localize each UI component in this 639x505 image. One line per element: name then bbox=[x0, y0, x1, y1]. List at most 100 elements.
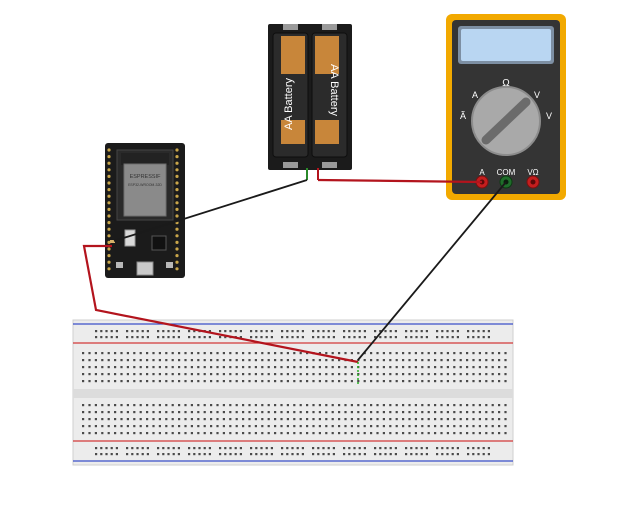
terminal-hole bbox=[312, 359, 315, 362]
rail-hole bbox=[487, 447, 490, 450]
header-pin bbox=[107, 194, 111, 198]
rail-hole bbox=[141, 330, 144, 333]
rail-hole bbox=[255, 336, 258, 339]
terminal-hole bbox=[248, 425, 251, 428]
rail-hole bbox=[358, 330, 361, 333]
rail-hole bbox=[394, 336, 397, 339]
rail-hole bbox=[162, 453, 165, 456]
rail-hole bbox=[317, 453, 320, 456]
terminal-hole bbox=[203, 418, 206, 421]
terminal-hole bbox=[478, 380, 481, 383]
terminal-hole bbox=[504, 366, 507, 369]
rail-hole bbox=[115, 336, 118, 339]
rail-hole bbox=[358, 453, 361, 456]
rail-hole bbox=[467, 336, 470, 339]
terminal-hole bbox=[350, 425, 353, 428]
terminal-hole bbox=[370, 380, 373, 383]
header-pin bbox=[107, 214, 111, 218]
terminal-hole bbox=[133, 411, 136, 414]
esp32-shield bbox=[123, 163, 167, 217]
terminal-hole bbox=[312, 418, 315, 421]
terminal-hole bbox=[440, 359, 443, 362]
terminal-hole bbox=[382, 373, 385, 376]
terminal-hole bbox=[229, 404, 232, 407]
terminal-hole bbox=[485, 418, 488, 421]
terminal-hole bbox=[203, 425, 206, 428]
terminal-hole bbox=[478, 432, 481, 435]
led bbox=[110, 240, 115, 243]
terminal-hole bbox=[498, 373, 501, 376]
terminal-hole bbox=[184, 411, 187, 414]
rail-hole bbox=[177, 447, 180, 450]
rail-hole bbox=[286, 330, 289, 333]
terminal-hole bbox=[152, 432, 155, 435]
terminal-hole bbox=[338, 404, 341, 407]
rail-hole bbox=[456, 330, 459, 333]
header-pin bbox=[175, 194, 179, 198]
terminal-hole bbox=[261, 359, 264, 362]
rail-hole bbox=[141, 447, 144, 450]
terminal-hole bbox=[158, 411, 161, 414]
terminal-hole bbox=[210, 432, 213, 435]
terminal-hole bbox=[350, 380, 353, 383]
terminal-hole bbox=[197, 352, 200, 355]
wires bbox=[82, 178, 507, 384]
terminal-hole bbox=[306, 366, 309, 369]
terminal-hole bbox=[350, 411, 353, 414]
rail-hole bbox=[208, 447, 211, 450]
terminal-hole bbox=[242, 373, 245, 376]
terminal-hole bbox=[267, 380, 270, 383]
terminal-hole bbox=[306, 373, 309, 376]
rail-hole bbox=[224, 447, 227, 450]
rail-hole bbox=[167, 447, 170, 450]
terminal-hole bbox=[472, 432, 475, 435]
terminal-hole bbox=[504, 359, 507, 362]
terminal-hole bbox=[459, 373, 462, 376]
terminal-hole bbox=[280, 404, 283, 407]
terminal-hole bbox=[370, 404, 373, 407]
terminal-hole bbox=[357, 380, 360, 383]
rail-hole bbox=[389, 447, 392, 450]
terminal-hole bbox=[139, 425, 142, 428]
lcd-display bbox=[461, 29, 551, 61]
terminal-hole bbox=[88, 359, 91, 362]
aa-battery-2: AA Battery bbox=[311, 32, 348, 158]
rail-hole bbox=[467, 447, 470, 450]
rail-hole bbox=[482, 330, 485, 333]
terminal-hole bbox=[248, 380, 251, 383]
rail-hole bbox=[167, 453, 170, 456]
terminal-hole bbox=[216, 380, 219, 383]
rail-hole bbox=[146, 330, 149, 333]
header-pin bbox=[175, 174, 179, 178]
terminal-hole bbox=[280, 425, 283, 428]
terminal-hole bbox=[421, 373, 424, 376]
terminal-hole bbox=[485, 373, 488, 376]
rail-hole bbox=[353, 330, 356, 333]
terminal-hole bbox=[389, 404, 392, 407]
rail-hole bbox=[317, 447, 320, 450]
rail-hole bbox=[389, 453, 392, 456]
rail-hole bbox=[198, 453, 201, 456]
terminal-hole bbox=[82, 359, 85, 362]
terminal-hole bbox=[197, 380, 200, 383]
terminal-hole bbox=[152, 352, 155, 355]
terminal-hole bbox=[414, 359, 417, 362]
terminal-hole bbox=[389, 373, 392, 376]
terminal-hole bbox=[126, 352, 129, 355]
terminal-hole bbox=[434, 418, 437, 421]
terminal-hole bbox=[491, 418, 494, 421]
terminal-hole bbox=[318, 380, 321, 383]
terminal-hole bbox=[222, 432, 225, 435]
terminal-hole bbox=[235, 404, 238, 407]
terminal-hole bbox=[498, 366, 501, 369]
rail-hole bbox=[219, 447, 222, 450]
terminal-hole bbox=[478, 418, 481, 421]
header-pin bbox=[175, 168, 179, 172]
terminal-hole bbox=[376, 380, 379, 383]
rail-hole bbox=[110, 447, 113, 450]
terminal-hole bbox=[414, 352, 417, 355]
terminal-hole bbox=[101, 404, 104, 407]
terminal-hole bbox=[414, 432, 417, 435]
rail-hole bbox=[312, 336, 315, 339]
